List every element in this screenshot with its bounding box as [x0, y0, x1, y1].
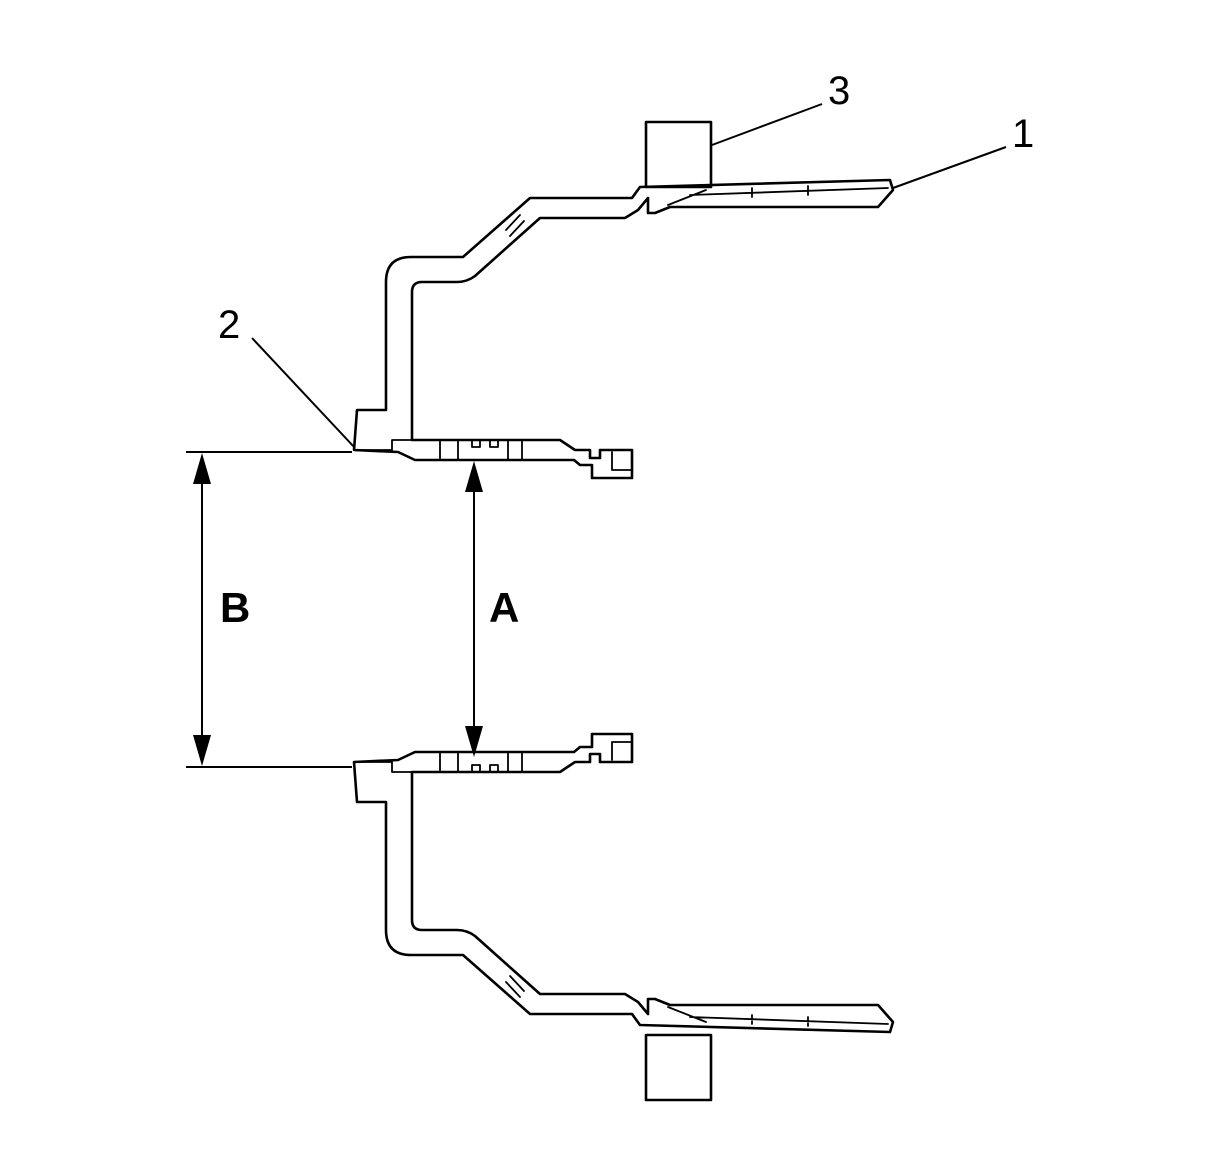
lower-section	[352, 732, 895, 1102]
dimension-b-arrow-up	[193, 453, 211, 484]
dimension-b-label: B	[220, 584, 250, 631]
lower-tone-block	[644, 1033, 713, 1102]
upper-hub-spline-lines	[439, 439, 633, 471]
lower-hub-outline	[352, 732, 895, 1034]
callout-1-leader	[892, 146, 1007, 189]
upper-hub-outline	[352, 178, 895, 480]
callout-3-leader	[711, 103, 823, 146]
lower-flange-details	[505, 975, 889, 1027]
lower-hub-spline-lines	[439, 741, 633, 773]
callout-3-number: 3	[828, 69, 850, 113]
upper-hub-tip	[353, 439, 413, 451]
upper-flange-details	[505, 185, 889, 237]
callout-2: 2	[218, 303, 356, 449]
dimension-b: B	[186, 451, 352, 768]
dimension-a-arrow-up	[465, 461, 483, 492]
upper-section	[352, 120, 895, 480]
callout-1: 1	[892, 112, 1034, 189]
dimension-a-arrow-down	[465, 726, 483, 757]
upper-tone-block	[644, 120, 713, 189]
callout-1-number: 1	[1012, 112, 1034, 156]
callout-2-leader	[251, 337, 356, 449]
dimension-a-label: A	[489, 584, 519, 631]
lower-hub-tip	[353, 761, 413, 773]
dimension-a: A	[465, 461, 519, 757]
callout-3: 3	[711, 69, 850, 146]
dimension-b-arrow-down	[193, 735, 211, 766]
callout-2-number: 2	[218, 303, 240, 347]
